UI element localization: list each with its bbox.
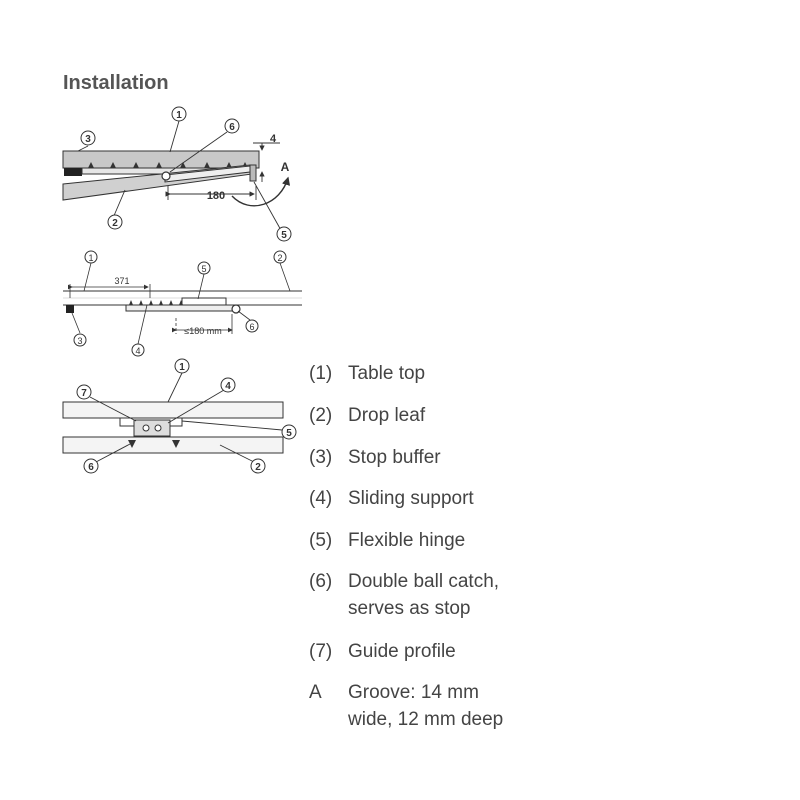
ball-catch-shape bbox=[161, 171, 171, 181]
callout-circle bbox=[273, 250, 287, 264]
screw-marks bbox=[129, 300, 183, 305]
legend-item: (7) Guide profile bbox=[309, 638, 456, 665]
callout-circle bbox=[107, 214, 123, 230]
legend-item: A Groove: 14 mm wide, 12 mm deep bbox=[309, 679, 503, 733]
stop-buffer-shape bbox=[64, 168, 82, 176]
callout-circle bbox=[83, 458, 99, 474]
callout-circle bbox=[131, 343, 145, 357]
callout-1: 1 bbox=[176, 110, 182, 121]
hinge-shape bbox=[249, 164, 257, 182]
callout-circle bbox=[276, 226, 292, 242]
guide-profile-shape bbox=[133, 419, 171, 437]
guide-profile-shape bbox=[125, 304, 235, 312]
legend-key: (7) bbox=[309, 641, 333, 662]
callout-circle bbox=[84, 250, 98, 264]
callout-circle bbox=[73, 333, 87, 347]
callout-5: 5 bbox=[286, 428, 292, 439]
legend-key: A bbox=[309, 682, 322, 703]
drop-leaf-shape bbox=[62, 436, 284, 454]
dimension-371: 371 bbox=[114, 276, 129, 286]
legend-text: Flexible hinge bbox=[348, 530, 466, 551]
legend-item: (5) Flexible hinge bbox=[309, 527, 465, 554]
callout-circle bbox=[250, 458, 266, 474]
callout-4: 4 bbox=[225, 381, 231, 392]
callout-circle bbox=[76, 384, 92, 400]
legend-item: (6) Double ball catch, serves as stop bbox=[309, 568, 499, 622]
side-view-callouts: 1 5 2 3 4 6 bbox=[73, 250, 287, 357]
label-a: A bbox=[281, 160, 290, 174]
callout-7: 7 bbox=[81, 388, 87, 399]
legend-key: (6) bbox=[309, 571, 333, 592]
callout-5: 5 bbox=[201, 264, 206, 274]
callout-circle bbox=[281, 424, 297, 440]
legend-key: (5) bbox=[309, 530, 333, 551]
legend-text: Double ball catch, serves as stop bbox=[348, 571, 500, 619]
callout-3: 3 bbox=[85, 134, 91, 145]
legend-item: (4) Sliding support bbox=[309, 485, 474, 512]
legend-key: (1) bbox=[309, 363, 333, 384]
callout-6: 6 bbox=[249, 322, 254, 332]
section-view-callouts: 1 7 4 5 6 2 bbox=[76, 358, 297, 474]
callout-1: 1 bbox=[88, 253, 93, 263]
dimension-180: 180 bbox=[207, 190, 225, 202]
callout-circle bbox=[224, 118, 240, 134]
legend-item: (1) Table top bbox=[309, 360, 425, 387]
page-title: Installation bbox=[63, 72, 169, 94]
callout-3: 3 bbox=[77, 336, 82, 346]
table-top-shape bbox=[62, 401, 284, 419]
legend-text: Drop leaf bbox=[348, 405, 426, 426]
dimension-4: 4 bbox=[270, 133, 277, 145]
callout-circle bbox=[80, 130, 96, 146]
callout-2: 2 bbox=[255, 462, 261, 473]
callout-2: 2 bbox=[277, 253, 282, 263]
legend-text: Groove: 14 mm wide, 12 mm deep bbox=[348, 682, 504, 730]
callout-5: 5 bbox=[281, 230, 287, 241]
callout-4: 4 bbox=[135, 346, 140, 356]
callout-1: 1 bbox=[179, 362, 185, 373]
stop-buffer-shape bbox=[66, 305, 74, 313]
callout-circle bbox=[171, 106, 187, 122]
callout-circle bbox=[220, 377, 236, 393]
sliding-support-shape bbox=[181, 297, 227, 306]
legend-text: Stop buffer bbox=[348, 447, 441, 468]
legend-key: (4) bbox=[309, 488, 333, 509]
legend-text: Table top bbox=[348, 363, 426, 384]
callout-circle bbox=[197, 261, 211, 275]
callout-circle bbox=[174, 358, 190, 374]
top-view: 1 3 6 2 5 180 4 A bbox=[62, 106, 292, 242]
dimension-180mm: ≤180 mm bbox=[184, 326, 221, 336]
legend-item: (3) Stop buffer bbox=[309, 444, 441, 471]
callout-circle bbox=[245, 319, 259, 333]
legend-item: (2) Drop leaf bbox=[309, 402, 425, 429]
legend-text: Sliding support bbox=[348, 488, 474, 509]
top-view-callouts: 1 3 6 2 5 bbox=[80, 106, 292, 242]
legend-key: (2) bbox=[309, 405, 333, 426]
section-view: 1 7 4 5 6 2 bbox=[62, 358, 297, 474]
callout-6: 6 bbox=[229, 122, 235, 133]
callout-2: 2 bbox=[112, 218, 118, 229]
callout-6: 6 bbox=[88, 462, 94, 473]
legend-text: Guide profile bbox=[348, 641, 456, 662]
legend-key: (3) bbox=[309, 447, 333, 468]
side-view: 1 5 2 3 4 6 371 ≤180 mm bbox=[63, 250, 302, 357]
